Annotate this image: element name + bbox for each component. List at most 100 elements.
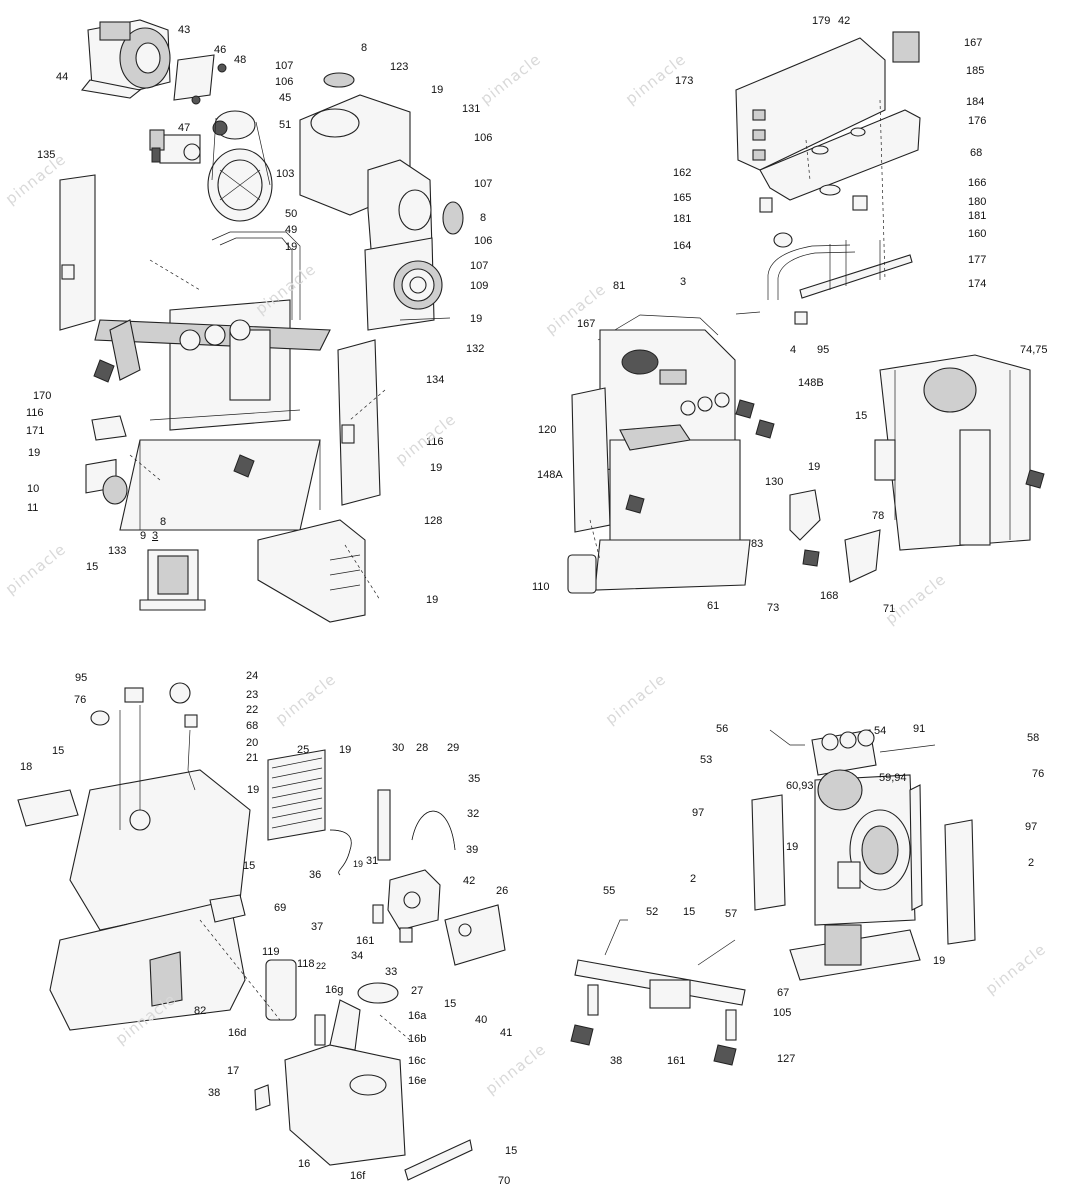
callout-label: 19	[808, 461, 821, 473]
callout-label: 91	[913, 723, 926, 735]
callout-label: 120	[538, 424, 557, 436]
side-panel-2a	[751, 794, 786, 911]
callout-label: 2	[690, 873, 697, 885]
callout-label: 24	[246, 670, 259, 682]
callout-label: 107	[275, 60, 294, 72]
callout-label: 15	[683, 906, 696, 918]
callout-label: 42	[838, 15, 851, 27]
rig-rear-drawing	[789, 769, 921, 981]
callout-label: 168	[820, 590, 839, 602]
callout-label: 70	[498, 1175, 511, 1187]
callout-label: 19	[470, 313, 483, 325]
callout-label: 3	[152, 530, 159, 542]
callout-label: 103	[276, 168, 295, 180]
callout-label: 166	[968, 177, 987, 189]
callout-label: 19	[431, 84, 444, 96]
callout-label: 160	[968, 228, 987, 240]
pump-block-drawing	[372, 869, 441, 943]
callout-label: 11	[27, 502, 39, 514]
callout-label: 21	[246, 752, 259, 764]
fan-guard-8b	[442, 201, 464, 235]
callout-label: 134	[426, 374, 445, 386]
lower-manifold-drawing	[570, 919, 746, 1066]
callout-label: 35	[468, 773, 481, 785]
view-top-right-artwork	[567, 31, 1045, 594]
callout-label: 71	[883, 603, 896, 615]
callout-label: 38	[208, 1087, 221, 1099]
callout-label: 105	[773, 1007, 792, 1019]
callout-label: 110	[532, 581, 550, 593]
callout-label: 176	[968, 115, 987, 127]
callout-label: 19	[353, 859, 364, 869]
callout-label: 95	[75, 672, 88, 684]
callout-label: 179	[812, 15, 831, 27]
callout-label: 15	[86, 561, 99, 573]
callout-label: 19	[786, 841, 799, 853]
main-frame-drawing	[93, 231, 331, 531]
callout-label: 8	[480, 212, 487, 224]
callout-label: 41	[500, 1027, 513, 1039]
callout-label: 56	[716, 723, 729, 735]
callout-label: 42	[463, 875, 476, 887]
callout-label: 15	[243, 860, 256, 872]
callout-label: 106	[474, 132, 493, 144]
callout-label: 53	[700, 754, 713, 766]
pump-drawing	[149, 129, 201, 164]
callout-label: 55	[603, 885, 616, 897]
callout-label: 47	[178, 122, 191, 134]
callout-label: 49	[285, 224, 298, 236]
callout-label: 48	[234, 54, 247, 66]
callout-label: 132	[466, 343, 485, 355]
callout-label: 30	[392, 742, 405, 754]
callout-label: 39	[466, 844, 479, 856]
callout-label: 2	[1028, 857, 1035, 869]
callout-label: 15	[855, 410, 868, 422]
callout-label: 60,93	[786, 780, 814, 792]
tank-drawing	[284, 982, 406, 1166]
manifold-drawing	[769, 729, 936, 776]
callout-label: 54	[874, 725, 887, 737]
callout-label: 162	[673, 167, 692, 179]
callout-label: 148B	[798, 377, 824, 389]
callout-label: 22	[316, 961, 327, 971]
base-frame-drawing	[17, 705, 251, 1031]
callout-label: 27	[411, 985, 424, 997]
callout-label: 130	[765, 476, 784, 488]
callout-label: 174	[968, 278, 987, 290]
callout-label: 59,94	[879, 772, 907, 784]
callout-label: 32	[467, 808, 480, 820]
callout-label: 177	[968, 254, 987, 266]
callout-label: 15	[444, 998, 457, 1010]
callout-label: 81	[613, 280, 626, 292]
callout-label: 76	[74, 694, 87, 706]
callout-label: 148A	[537, 469, 563, 481]
callout-label: 23	[246, 689, 259, 701]
callout-label: 19	[247, 784, 260, 796]
callout-label: 109	[470, 280, 489, 292]
callout-label: 31	[366, 855, 379, 867]
callout-label: 3	[680, 276, 687, 288]
callout-label: 170	[33, 390, 52, 402]
callout-label: 18	[20, 761, 33, 773]
callout-label: 45	[279, 92, 292, 104]
callout-label: 16b	[408, 1033, 427, 1045]
callout-label: 116	[26, 407, 44, 419]
callout-label: 16c	[408, 1055, 426, 1067]
callout-label: 68	[970, 147, 983, 159]
cooler-drawing	[267, 749, 326, 841]
callout-label: 164	[673, 240, 692, 252]
callout-label: 161	[667, 1055, 686, 1067]
callout-label: 16e	[408, 1075, 427, 1087]
callout-label: 131	[462, 103, 481, 115]
callout-label: 107	[474, 178, 493, 190]
callout-label: 118	[297, 958, 315, 970]
callout-label: 17	[227, 1065, 240, 1077]
callout-label: 44	[56, 71, 69, 83]
pulley-belt-drawing	[207, 110, 273, 222]
hopper-drawing	[299, 94, 451, 331]
callout-label: 57	[725, 908, 738, 920]
callout-label: 181	[968, 210, 987, 222]
cover-128	[257, 519, 366, 623]
callout-label: 135	[37, 149, 56, 161]
